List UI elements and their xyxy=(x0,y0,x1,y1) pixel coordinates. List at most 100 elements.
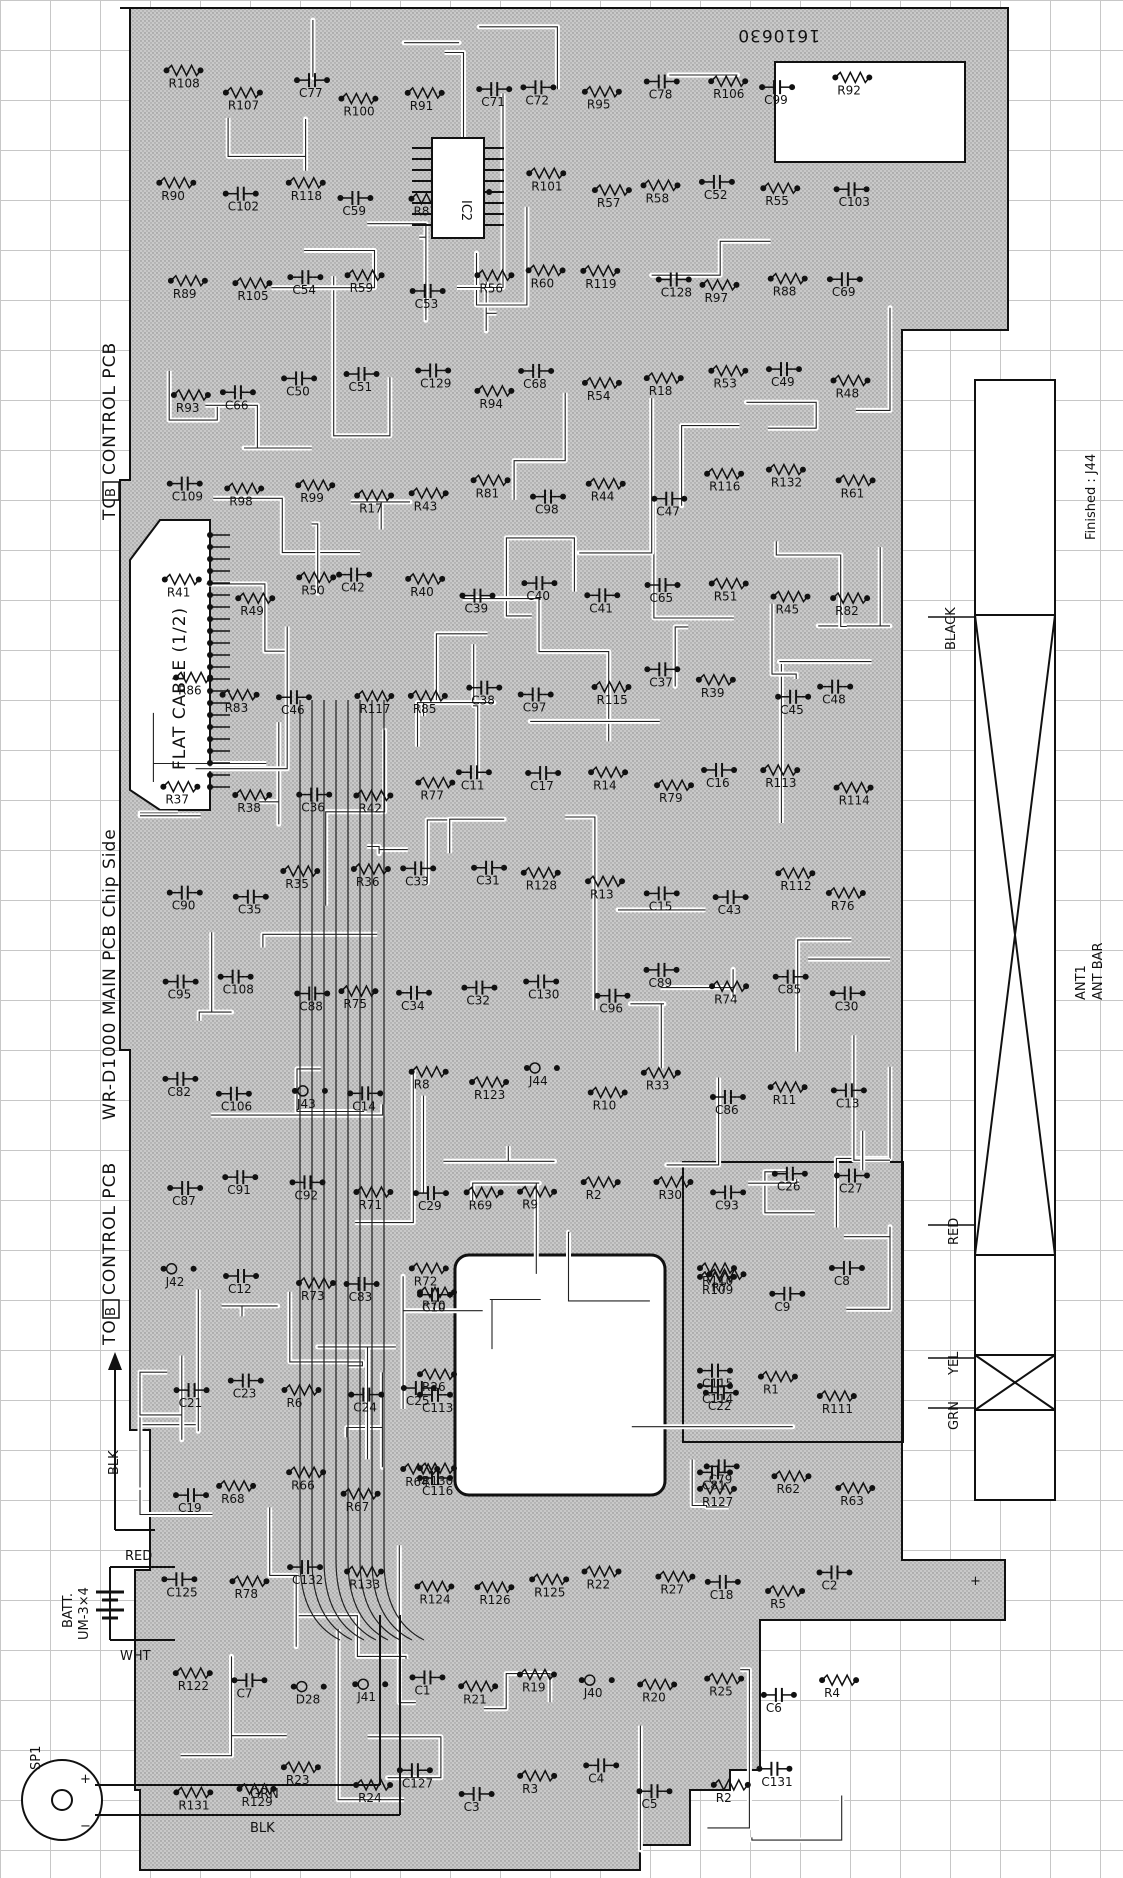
component-label: R109 xyxy=(702,1283,733,1297)
shield-region xyxy=(682,1161,904,1443)
component-c18: C18 xyxy=(704,1574,741,1602)
ant-bar-label: ANT BAR xyxy=(1091,942,1106,1000)
component-r54: R54 xyxy=(581,376,622,403)
component-label: R35 xyxy=(285,877,309,891)
yel-antenna-label: YEL xyxy=(947,1351,962,1376)
component-c83: C83 xyxy=(343,1276,380,1304)
component-r40: R40 xyxy=(405,572,446,599)
component-label: R77 xyxy=(420,789,444,803)
component-c66: C66 xyxy=(219,385,256,412)
component-label: C17 xyxy=(530,779,554,793)
component-label: C90 xyxy=(172,899,196,913)
component-r33: R33 xyxy=(640,1066,681,1093)
component-label: R36 xyxy=(356,875,380,889)
component-c132: C132 xyxy=(287,1560,323,1587)
component-label: R110 xyxy=(702,1274,733,1288)
component-r78: R78 xyxy=(229,1574,270,1601)
component-label: R4 xyxy=(824,1686,840,1700)
component-label: C77 xyxy=(299,86,323,100)
component-label: C109 xyxy=(172,490,203,504)
component-label: R82 xyxy=(835,604,859,618)
component-label: C48 xyxy=(822,693,846,707)
component-c9: C9 xyxy=(769,1286,806,1314)
component-c3: C3 xyxy=(458,1786,495,1814)
component-label: C16 xyxy=(706,776,730,790)
component-label: R131 xyxy=(178,1798,209,1812)
component-c30: C30 xyxy=(829,986,866,1013)
component-r2: R2 xyxy=(580,1175,621,1202)
component-r11: R11 xyxy=(767,1080,808,1107)
component-c128: C128 xyxy=(655,272,692,299)
component-label: R3 xyxy=(522,1782,538,1796)
component-c54: C54 xyxy=(287,270,324,297)
component-label: R116 xyxy=(709,480,740,494)
component-r20: R20 xyxy=(637,1677,678,1704)
component-label: R133 xyxy=(349,1578,380,1592)
component-r63: R63 xyxy=(835,1481,876,1508)
component-c82: C82 xyxy=(162,1071,199,1099)
finished-label: Finished : J44 xyxy=(1084,454,1099,540)
ic2-label: IC2 xyxy=(458,200,473,221)
component-r111: R111 xyxy=(816,1389,857,1416)
component-label: R72 xyxy=(414,1274,438,1288)
component-label: R101 xyxy=(531,179,562,193)
component-label: C69 xyxy=(832,285,856,299)
component-label: R51 xyxy=(714,590,738,604)
component-r112: R112 xyxy=(775,866,816,893)
component-r116: R116 xyxy=(704,467,745,494)
component-r73: R73 xyxy=(295,1276,336,1303)
component-r100: R100 xyxy=(338,91,379,119)
grn-antenna-label: GRN xyxy=(947,1401,962,1430)
flat-cable-label: FLAT CABLE (1/2) xyxy=(170,607,190,770)
component-r8: R8 xyxy=(408,1065,449,1092)
component-label: R92 xyxy=(837,83,861,97)
component-label: C72 xyxy=(525,93,549,107)
component-r71: R71 xyxy=(353,1185,394,1212)
component-r77: R77 xyxy=(415,775,456,803)
component-label: J41 xyxy=(356,1690,376,1704)
component-label: C2 xyxy=(821,1578,837,1592)
component-c8: C8 xyxy=(828,1260,865,1288)
component-label: C51 xyxy=(349,380,373,394)
component-c48: C48 xyxy=(817,679,854,707)
component-r61: R61 xyxy=(835,473,876,500)
component-c47: C47 xyxy=(651,491,688,519)
component-label: R18 xyxy=(649,384,673,398)
component-c23: C23 xyxy=(227,1373,264,1401)
component-c113: C113 xyxy=(417,1387,453,1415)
component-label: C9 xyxy=(774,1300,790,1314)
component-r3: R3 xyxy=(517,1769,558,1796)
component-r22: R22 xyxy=(581,1564,622,1591)
component-r23: R23 xyxy=(280,1760,321,1787)
component-c91: C91 xyxy=(222,1170,259,1197)
component-label: C54 xyxy=(292,283,316,297)
component-r113: R113 xyxy=(760,763,801,790)
component-r133: R133 xyxy=(344,1564,385,1592)
component-c21: C21 xyxy=(173,1383,210,1410)
component-label: D28 xyxy=(296,1693,321,1707)
antenna-bar xyxy=(928,379,1056,1501)
component-r43: R43 xyxy=(408,486,449,513)
component-label: R6 xyxy=(286,1396,302,1410)
component-label: C31 xyxy=(476,874,500,888)
component-r19: R19 xyxy=(516,1667,557,1694)
component-label: R71 xyxy=(358,1198,382,1212)
board-outline xyxy=(119,7,1009,1871)
component-label: C8 xyxy=(834,1274,850,1288)
component-label: C106 xyxy=(221,1100,252,1114)
component-c92: C92 xyxy=(289,1175,326,1202)
component-c29: C29 xyxy=(412,1186,449,1213)
component-label: R91 xyxy=(410,99,434,113)
component-r51: R51 xyxy=(708,576,749,604)
component-c22: C22 xyxy=(702,1385,739,1413)
component-label: R30 xyxy=(658,1188,682,1202)
component-label: R10 xyxy=(593,1099,617,1113)
component-c59: C59 xyxy=(337,190,374,218)
component-label: C86 xyxy=(715,1103,739,1117)
component-c99: C99 xyxy=(759,80,796,107)
component-r44: R44 xyxy=(585,477,626,504)
component-label: R128 xyxy=(526,879,557,893)
component-c27: C27 xyxy=(833,1168,870,1196)
component-c93: C93 xyxy=(710,1185,747,1212)
component-r41: R41 xyxy=(161,572,202,599)
